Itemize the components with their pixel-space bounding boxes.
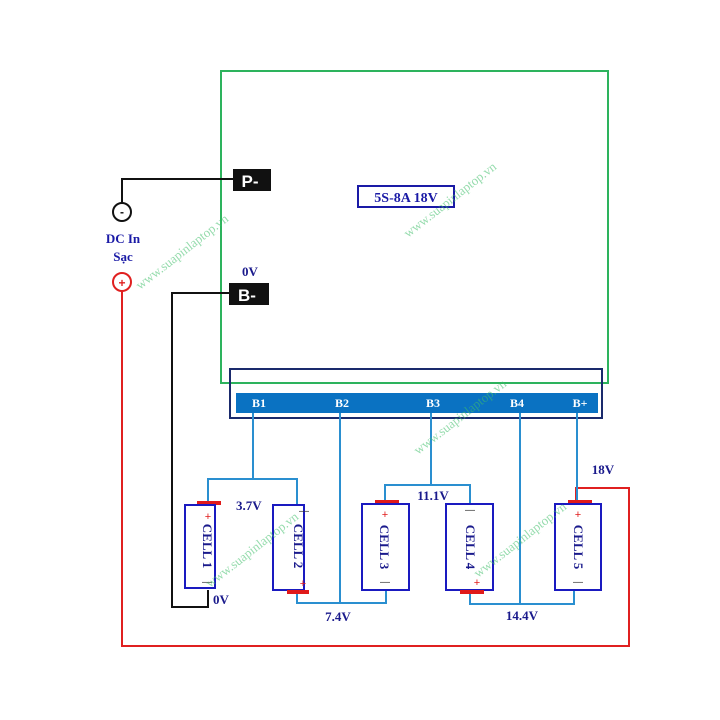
voltage-7-4v: 7.4V (325, 609, 351, 624)
p-minus-terminal (233, 169, 271, 191)
b4-bottom-wire (469, 590, 575, 605)
b3-wire (384, 413, 432, 501)
p-minus-label: P- (242, 172, 259, 191)
voltage-11-1v: 11.1V (417, 488, 449, 503)
b1-wire (207, 413, 254, 502)
cell-2-cap (287, 590, 309, 594)
pin-b2: B2 (335, 396, 349, 410)
cell-4-top-symbol: — (465, 505, 475, 516)
pin-b4: B4 (510, 396, 524, 410)
cell-4-label: CELL 4 (463, 525, 478, 570)
cell-3-top-symbol: + (382, 509, 388, 521)
cell-4-body (445, 503, 494, 591)
cell-5-body (554, 503, 602, 591)
dc-sac-label: Sạc (113, 249, 133, 264)
cell-1-top-symbol: + (205, 511, 211, 523)
b2-bottom-wire (296, 590, 387, 604)
cell-1-label: CELL 1 (200, 524, 215, 568)
b-minus-label: B- (238, 286, 256, 305)
cell-1: + — CELL 1 (184, 501, 221, 589)
pin-b3: B3 (426, 396, 440, 410)
board-label: 5S-8A 18V (374, 191, 437, 206)
cell-1-body (184, 504, 216, 589)
dc-in-label: DC In (106, 231, 141, 246)
b1-wire-branch (253, 478, 298, 504)
cell-1-bottom-symbol: — (202, 577, 212, 588)
p-minus-wire (121, 178, 233, 203)
cell-3-bottom-symbol: — (380, 577, 390, 588)
cell-2: — + CELL 2 (272, 504, 309, 594)
cell-2-body (272, 504, 305, 591)
dc-positive-terminal (112, 272, 132, 292)
cell-5: + — CELL 5 (554, 500, 602, 591)
cell-3: + — CELL 3 (361, 500, 410, 591)
cell-5-bottom-symbol: — (573, 577, 583, 588)
dc-negative-terminal (112, 202, 132, 222)
cell-3-body (361, 503, 410, 591)
cell-4-bottom-symbol: + (474, 577, 480, 589)
cell-5-label: CELL 5 (571, 525, 586, 570)
cell-2-label: CELL 2 (291, 524, 306, 568)
cell-3-label: CELL 3 (377, 525, 392, 570)
cell-2-bottom-symbol: + (300, 578, 306, 590)
voltage-18v: 18V (592, 462, 615, 477)
cell-5-top-symbol: + (575, 509, 581, 521)
positive-red-wire (121, 291, 630, 647)
b-minus-wire (171, 292, 229, 608)
cell-3-cap (375, 500, 399, 504)
b-minus-voltage: 0V (242, 264, 259, 279)
b3-wire-branch (431, 484, 471, 503)
pin-bplus: B+ (573, 396, 588, 410)
connector-bar (236, 393, 598, 413)
balance-wires (207, 413, 578, 605)
cell-5-cap (568, 500, 592, 504)
dc-positive-symbol: + (118, 276, 125, 290)
cell-1-cap (197, 501, 221, 505)
dc-negative-symbol: - (120, 205, 124, 219)
cell-4: — + CELL 4 (445, 503, 494, 594)
watermark-3: www.suapinlaptop.vn (411, 376, 510, 458)
connector-frame (229, 368, 603, 419)
voltage-3-7v: 3.7V (236, 498, 262, 513)
b-minus-terminal (229, 283, 269, 305)
voltage-14-4v: 14.4V (506, 608, 539, 623)
pin-b1: B1 (252, 396, 266, 410)
watermark-1: www.suapinlaptop.vn (133, 211, 232, 293)
voltage-0v-cell1: 0V (213, 592, 230, 607)
cell-4-cap (460, 590, 484, 594)
cell-2-top-symbol: — (299, 506, 309, 517)
board-label-box (357, 185, 455, 208)
bms-board (220, 70, 609, 384)
